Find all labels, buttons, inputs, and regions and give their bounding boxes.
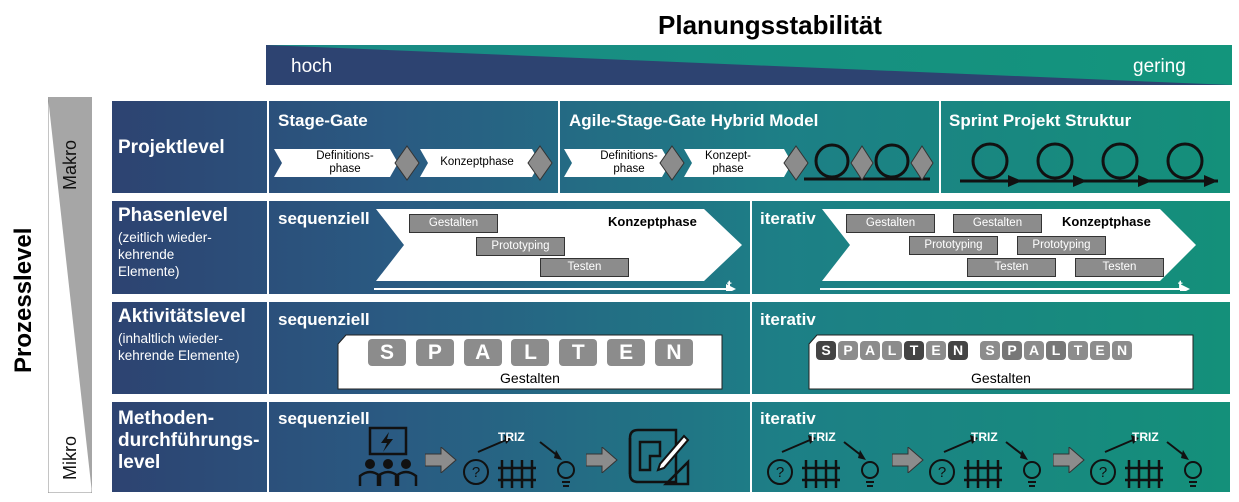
svg-text:?: ? (938, 464, 946, 481)
spalten-letter: A (1024, 341, 1044, 360)
sprint-structure-title: Sprint Projekt Struktur (949, 111, 1132, 130)
phase-right-mode: iterativ (760, 209, 816, 228)
sprint-loops (960, 142, 1218, 187)
arrow-right-icon (1053, 447, 1085, 473)
activity-right-caption: Gestalten (971, 370, 1031, 386)
stage-gate-concept-phase: Konzeptphase (440, 156, 514, 168)
activity-left-caption: Gestalten (500, 370, 560, 386)
micro-label: Mikro (60, 436, 80, 480)
triz-label-right-2: TRIZ (971, 430, 998, 444)
stability-low-label: gering (1133, 56, 1186, 77)
hybrid-definition-phase: Definitions- phase (600, 150, 658, 175)
spalten-letter: T (1068, 341, 1088, 360)
triz-sequence-right-2: ? (929, 435, 1041, 488)
phase-right-testing-box-1: Testen (967, 258, 1056, 277)
activity-right-mode: iterativ (760, 310, 816, 329)
phase-right-prototyping-box-1: Prototyping (909, 236, 998, 255)
spalten-letter: P (1002, 341, 1022, 360)
triz-sequence-right-1: ? (767, 435, 879, 488)
spalten-letter: E (607, 339, 646, 366)
activity-level-label: Aktivitätslevel (118, 306, 246, 327)
spalten-letter: L (1046, 341, 1066, 360)
spalten-letter: P (838, 341, 858, 360)
phase-left-testing-box: Testen (540, 258, 629, 277)
spalten-letter: L (511, 339, 550, 366)
activity-left-mode: sequenziell (278, 310, 370, 329)
spalten-letter: N (1112, 341, 1132, 360)
phase-right-design-box-2: Gestalten (953, 214, 1042, 233)
stage-gate-definition-phase: Definitions- phase (316, 150, 374, 175)
spalten-letter: N (948, 341, 968, 360)
lightning-board-icon (358, 426, 418, 486)
stability-wedge (266, 45, 1232, 85)
activity-level-row: Aktivitätslevel (inhaltlich wieder- kehr… (112, 302, 1230, 394)
phase-right-design-box-1: Gestalten (846, 214, 935, 233)
project-level-label: Projektlevel (118, 137, 225, 158)
phase-left-time-axis: t (727, 277, 732, 293)
spalten-letter: S (980, 341, 1000, 360)
spalten-letter: A (860, 341, 880, 360)
diagram-title: Planungsstabilität (658, 10, 882, 40)
spalten-letter: T (904, 341, 924, 360)
svg-text:?: ? (1099, 464, 1107, 481)
stage-gate-flow (274, 145, 553, 181)
triz-sequence-left: ? (463, 435, 575, 488)
triz-label-right-1: TRIZ (809, 430, 836, 444)
spalten-letter: E (926, 341, 946, 360)
phase-right-time-axis: t (1178, 277, 1183, 293)
arrow-right-icon (425, 447, 457, 473)
method-left-mode: sequenziell (278, 409, 370, 428)
spalten-letter: E (1090, 341, 1110, 360)
phase-level-sub: (zeitlich wieder- kehrende Elemente) (118, 230, 212, 279)
phase-right-testing-box-2: Testen (1075, 258, 1164, 277)
arrow-right-icon (586, 447, 618, 473)
stage-gate-title: Stage-Gate (278, 111, 368, 130)
spalten-right-letters: S P A L T E N S P A L T E N (816, 341, 1186, 360)
triz-label-right-3: TRIZ (1132, 430, 1159, 444)
phase-right-title: Konzeptphase (1062, 214, 1151, 229)
spalten-letter: L (882, 341, 902, 360)
spalten-letter: S (368, 339, 406, 366)
activity-level-sub: (inhaltlich wieder- kehrende Elemente) (118, 331, 240, 363)
method-level-label: Methoden- durchführungs- level (118, 408, 260, 473)
phase-left-design-box: Gestalten (409, 214, 498, 233)
spalten-letter: S (816, 341, 836, 360)
blueprint-icon (628, 428, 690, 486)
triz-label-left: TRIZ (498, 430, 525, 444)
spalten-letter: T (559, 339, 598, 366)
process-level-label: Prozesslevel (10, 227, 37, 373)
method-right-mode: iterativ (760, 409, 816, 428)
svg-text:?: ? (472, 464, 480, 481)
hybrid-model-flow (564, 143, 934, 181)
method-level-row: Methoden- durchführungs- level sequenzie… (112, 402, 1230, 492)
hybrid-model-title: Agile-Stage-Gate Hybrid Model (569, 111, 819, 130)
phase-left-prototyping-box: Prototyping (476, 237, 565, 256)
triz-sequence-right-3: ? (1090, 435, 1202, 488)
spalten-letter: N (654, 339, 693, 366)
project-level-row: Projektlevel Stage-Gate Agile-Stage-Gate… (112, 101, 1230, 193)
hybrid-concept-phase: Konzept- phase (704, 150, 752, 175)
phase-level-label: Phasenlevel (118, 205, 228, 226)
phase-left-title: Konzeptphase (608, 214, 697, 229)
spalten-letter: P (415, 339, 454, 366)
phase-left-mode: sequenziell (278, 209, 370, 228)
spalten-letter: A (463, 339, 502, 366)
arrow-right-icon (892, 447, 924, 473)
macro-micro-wedge (48, 97, 92, 493)
macro-label: Makro (60, 139, 80, 190)
spalten-left-letters: S P A L T E N (368, 339, 693, 366)
phase-level-row: Phasenlevel (zeitlich wieder- kehrende E… (112, 201, 1230, 294)
stability-high-label: hoch (291, 56, 333, 77)
phase-right-prototyping-box-2: Prototyping (1017, 236, 1106, 255)
svg-text:?: ? (776, 464, 784, 481)
